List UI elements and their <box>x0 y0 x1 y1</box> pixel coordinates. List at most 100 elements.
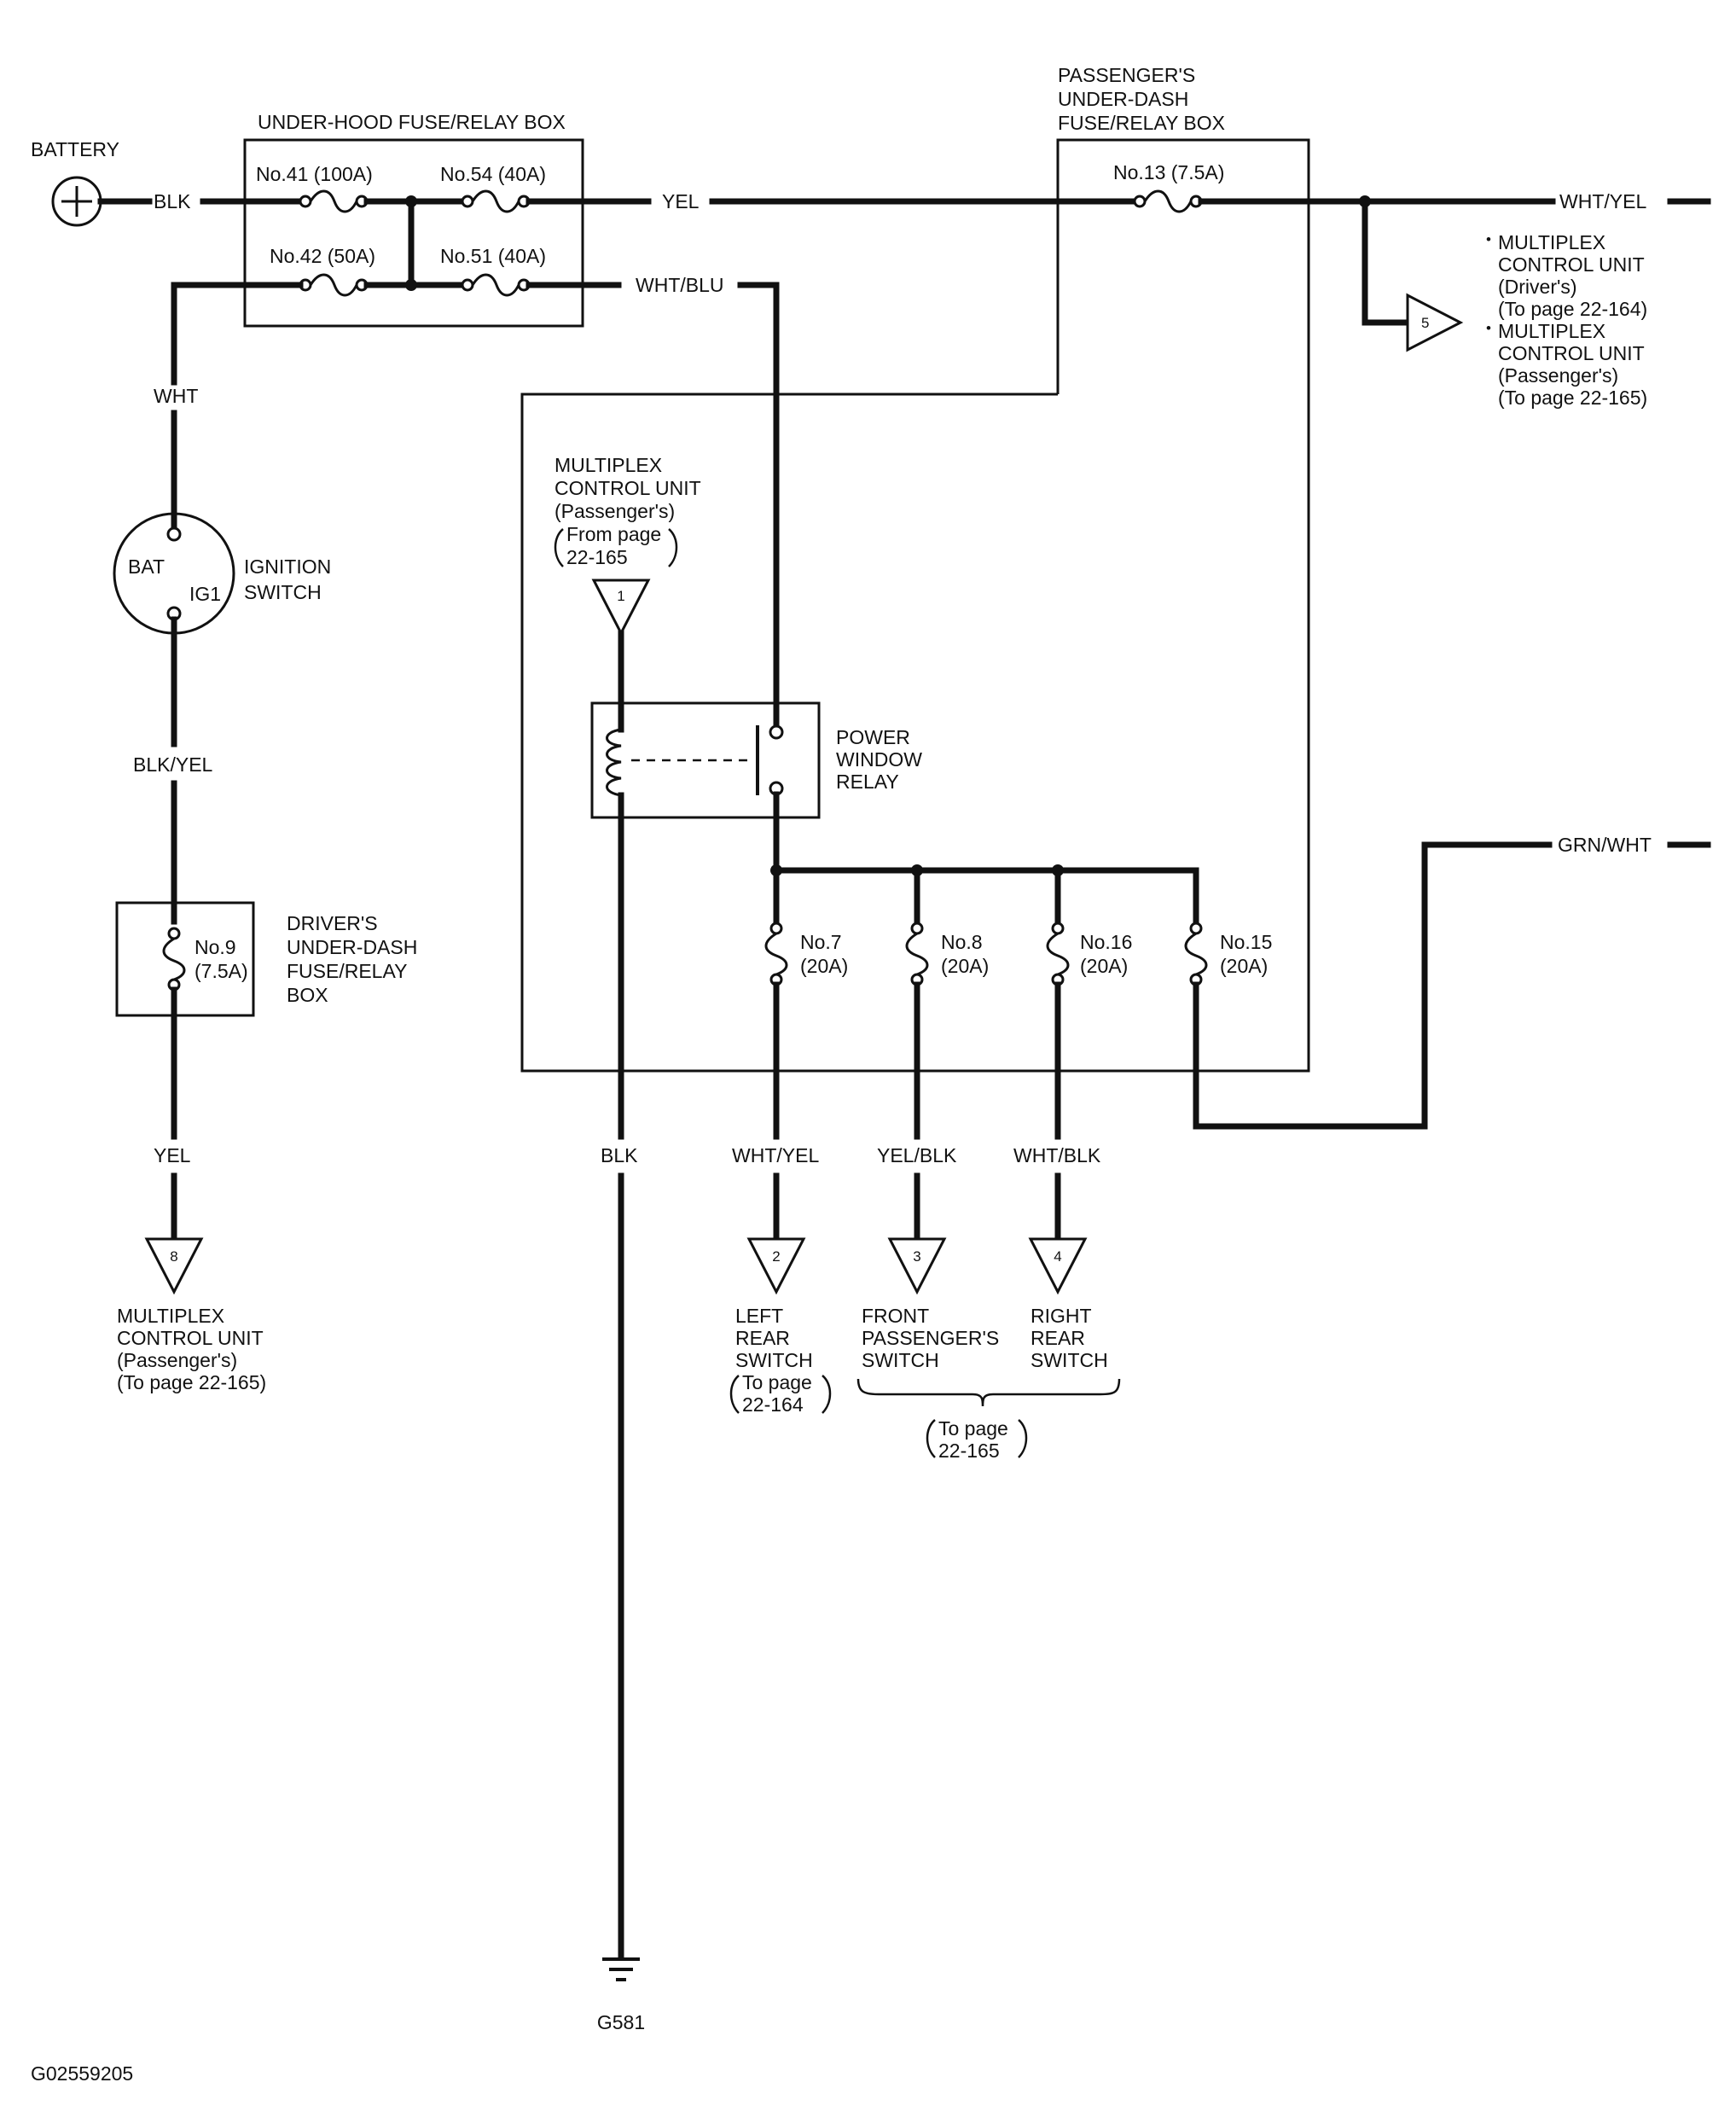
connector-1-label-3: (Passenger's) <box>554 500 675 522</box>
fuse-icon-no8 <box>905 932 929 976</box>
connector-2-label-1: LEFT <box>735 1305 783 1327</box>
driver-under-dash-fuse-box: No.9 (7.5A) DRIVER'S UNDER-DASH FUSE/REL… <box>115 901 417 1017</box>
fuse-label-no54: No.54 (40A) <box>440 163 546 185</box>
fuse-label-no16: No.16 <box>1080 931 1132 953</box>
connector-8-label-3: (Passenger's) <box>117 1349 237 1371</box>
connector-4-label-2: REAR <box>1031 1327 1085 1349</box>
wire-label-grn-wht: GRN/WHT <box>1558 834 1652 856</box>
connector-8: 8 MULTIPLEX CONTROL UNIT (Passenger's) (… <box>117 1237 266 1393</box>
connector-4: 4 RIGHT REAR SWITCH <box>1028 1237 1108 1371</box>
passenger-box-title-2: UNDER-DASH <box>1058 88 1188 110</box>
passenger-box-title-1: PASSENGER'S <box>1058 64 1195 86</box>
power-window-relay: POWER WINDOW RELAY <box>590 701 922 819</box>
connector-8-label-1: MULTIPLEX <box>117 1305 224 1327</box>
fuse-no7: No.7 (20A) <box>764 867 848 986</box>
connector-2-num: 2 <box>772 1248 780 1265</box>
wire-label-wht-blu: WHT/BLU <box>636 274 724 296</box>
wire-label-yel-blk: YEL/BLK <box>877 1144 957 1166</box>
ignition-switch: BAT IG1 IGNITION SWITCH <box>113 512 331 635</box>
relay-label-1: POWER <box>836 726 910 748</box>
connector-5-label-2: CONTROL UNIT <box>1498 253 1645 276</box>
fuse-label-no7: No.7 <box>800 931 842 953</box>
connector-5-icon <box>1406 293 1464 352</box>
connectors-3-4-page-ref: To page 22-165 <box>926 1417 1028 1462</box>
connector-1: MULTIPLEX CONTROL UNIT (Passenger's) Fro… <box>554 454 701 637</box>
connector-2: 2 LEFT REAR SWITCH To page 22-164 <box>729 1237 832 1416</box>
connector-5-label-3: (Driver's) <box>1498 276 1577 298</box>
connector-2-label-3: SWITCH <box>735 1349 813 1371</box>
connector-1-label-5: 22-165 <box>566 546 628 568</box>
fuse-label-no13: No.13 (7.5A) <box>1113 161 1224 183</box>
ignition-switch-label-2: SWITCH <box>244 581 322 603</box>
fuse-icon-no42 <box>299 273 369 297</box>
wire-label-yel-top: YEL <box>662 190 700 212</box>
connector-1-num: 1 <box>617 588 624 604</box>
fuse-rating-no15: (20A) <box>1220 955 1268 977</box>
connectors-3-4-page-2: 22-165 <box>938 1440 1000 1462</box>
fuse-rating-no9: (7.5A) <box>195 960 248 982</box>
relay-label-3: RELAY <box>836 771 899 793</box>
wire-label-wht-blk: WHT/BLK <box>1013 1144 1101 1166</box>
brace-connectors-3-4 <box>856 1378 1121 1407</box>
connector-8-icon <box>144 1237 204 1295</box>
wire-label-wht: WHT <box>154 385 198 407</box>
connector-5: 5 • MULTIPLEX CONTROL UNIT (Driver's) (T… <box>1406 231 1647 409</box>
fuse-icon-no15 <box>1184 932 1208 976</box>
battery-label: BATTERY <box>31 138 119 160</box>
connector-4-label-3: SWITCH <box>1031 1349 1108 1371</box>
connectors-3-4-page-1: To page <box>938 1417 1008 1440</box>
connector-2-label-5: 22-164 <box>742 1393 804 1416</box>
connector-3-icon <box>887 1237 947 1295</box>
connector-5-label-1: MULTIPLEX <box>1498 231 1605 253</box>
connector-1-label-4: From page <box>566 523 661 545</box>
connector-5-label-4: (To page 22-164) <box>1498 298 1647 320</box>
fuse-rating-no7: (20A) <box>800 955 848 977</box>
under-hood-fuse-box: UNDER-HOOD FUSE/RELAY BOX No.41 (100A) N… <box>243 111 584 328</box>
connector-2-icon <box>746 1237 806 1295</box>
connector-3-label-2: PASSENGER'S <box>862 1327 999 1349</box>
fuse-icon-no13 <box>1133 189 1203 213</box>
relay-coil-icon <box>606 728 622 797</box>
svg-text:•: • <box>1486 320 1491 336</box>
fuse-icon-no16 <box>1046 932 1070 976</box>
wire-label-blk-yel: BLK/YEL <box>133 753 213 776</box>
fuse-no8: No.8 (20A) <box>905 867 989 986</box>
connector-5-label-7: (Passenger's) <box>1498 364 1618 387</box>
connector-1-icon <box>591 579 651 637</box>
fuse-icon-no54 <box>461 189 531 213</box>
connector-2-label-2: REAR <box>735 1327 790 1349</box>
battery: BATTERY <box>31 138 119 227</box>
ignition-switch-label-1: IGNITION <box>244 555 331 578</box>
wire-label-yel-bottom: YEL <box>154 1144 191 1166</box>
under-hood-box-title: UNDER-HOOD FUSE/RELAY BOX <box>258 111 566 133</box>
connector-1-label-1: MULTIPLEX <box>554 454 662 476</box>
fuse-rating-no16: (20A) <box>1080 955 1128 977</box>
fuse-no16: No.16 (20A) <box>1046 867 1132 986</box>
wire-label-wht-yel-top: WHT/YEL <box>1559 190 1646 212</box>
wire-label-wht-yel-bottom: WHT/YEL <box>732 1144 819 1166</box>
connector-5-label-6: CONTROL UNIT <box>1498 342 1645 364</box>
fuse-icon-no7 <box>764 932 788 976</box>
connector-5-label-8: (To page 22-165) <box>1498 387 1647 409</box>
relay-label-2: WINDOW <box>836 748 922 771</box>
passenger-under-dash-fuse-box: PASSENGER'S UNDER-DASH FUSE/RELAY BOX No… <box>520 64 1310 1073</box>
connector-1-label-2: CONTROL UNIT <box>554 477 701 499</box>
fuse-label-no8: No.8 <box>941 931 983 953</box>
fuse-label-no51: No.51 (40A) <box>440 245 546 267</box>
connector-5-label-5: MULTIPLEX <box>1498 320 1605 342</box>
connector-5-num: 5 <box>1421 315 1429 331</box>
ignition-ig1-label: IG1 <box>189 583 221 605</box>
fuse-icon-no41 <box>299 189 369 213</box>
ignition-bat-label: BAT <box>128 555 165 578</box>
connector-8-label-4: (To page 22-165) <box>117 1371 266 1393</box>
connector-3-label-3: SWITCH <box>862 1349 939 1371</box>
connector-4-num: 4 <box>1054 1248 1061 1265</box>
fuse-no15: No.15 (20A) <box>1184 867 1272 986</box>
wire-label-blk-ground: BLK <box>601 1144 638 1166</box>
ground-icon <box>602 1957 640 1981</box>
fuse-icon-no51 <box>461 273 531 297</box>
connector-3-num: 3 <box>913 1248 920 1265</box>
driver-box-title-2: UNDER-DASH <box>287 936 417 958</box>
connector-8-label-2: CONTROL UNIT <box>117 1327 264 1349</box>
